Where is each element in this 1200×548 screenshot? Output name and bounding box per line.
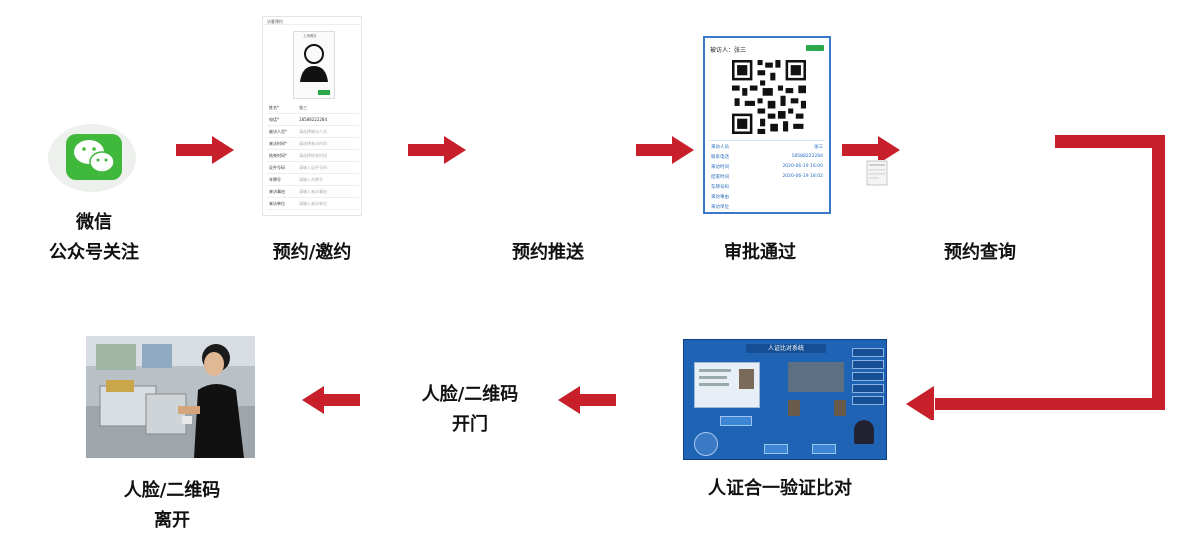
step-follow-line1: 微信: [76, 212, 112, 233]
avatar-upload: 上传照片: [293, 31, 335, 99]
form-row-reason-value: 请输入来访事由: [299, 189, 327, 194]
form-row-phone-key: 电话*: [269, 117, 279, 122]
form-row-reason-key: 来访事由: [269, 189, 285, 194]
face-photo-1: [788, 400, 800, 416]
id-text-line: [699, 383, 729, 386]
arrow-right-icon: [636, 136, 694, 164]
approval-row-start-value: 2020-06-19 16:00: [782, 164, 823, 169]
form-row-visitee-value: 请选择被访人员: [299, 129, 327, 134]
form-row-plate: 车牌号 请输入车牌号: [267, 175, 359, 186]
divider: [709, 140, 825, 141]
step-open-line2: 开门: [452, 414, 488, 435]
approved-badge: [806, 45, 824, 51]
approval-row-company-key: 来访单位: [711, 205, 729, 210]
menu-button: [852, 396, 884, 405]
step-verify-label: 人证合一验证比对: [708, 478, 852, 499]
qr-code-icon: [732, 60, 806, 134]
arrow-left-icon: [558, 386, 616, 414]
form-row-plate-value: 请输入车牌号: [299, 177, 323, 182]
form-row-idnumber-key: 证件号码: [269, 165, 285, 170]
police-icon: [854, 420, 874, 444]
id-photo: [739, 369, 754, 389]
menu-button: [852, 372, 884, 381]
wechat-logo: [44, 112, 140, 194]
reservation-form-screenshot: 访客预约 上传照片 姓名* 张三 电话* 18588222284 被访人员* 请选择被…: [262, 16, 362, 216]
approval-row-phone-key: 联系电话: [711, 155, 729, 160]
step-reserve-label: 预约/邀约: [272, 242, 352, 263]
person-avatar-icon: [300, 44, 328, 82]
approval-row-end-value: 2020-06-19 18:02: [782, 174, 823, 179]
step-leave-label: 人脸/二维码 离开: [106, 476, 238, 536]
form-row-company-value: 请输入来访单位: [299, 201, 327, 206]
arrow-right-icon: [176, 136, 234, 164]
form-row-reason: 来访事由 请输入来访事由: [267, 187, 359, 198]
arrow-right-icon: [408, 136, 466, 164]
form-row-visitee-key: 被访人员*: [269, 129, 287, 134]
arrow-right-icon: [842, 136, 900, 164]
form-row-plate-key: 车牌号: [269, 177, 281, 182]
step-push-label: 预约推送: [512, 242, 584, 263]
camera-feed: [788, 362, 844, 392]
form-row-start-value: 请选择来访时间: [299, 141, 327, 146]
approval-row-visitor-value: 张三: [814, 145, 823, 150]
form-row-company-key: 来访单位: [269, 201, 285, 206]
phone-thumbnail-icon: [866, 160, 888, 186]
form-row-start: 来访时间* 请选择来访时间: [267, 139, 359, 150]
form-row-name: 姓名* 张三: [267, 103, 359, 114]
vs-mark: [808, 406, 822, 412]
id-card-image: [694, 362, 760, 408]
approval-row-start-key: 来访时间: [711, 165, 729, 170]
action-button: [812, 444, 836, 454]
turnstile-photo-icon: [86, 336, 255, 458]
step-open-line1: 人脸/二维码: [421, 384, 519, 405]
form-row-name-value: 张三: [299, 105, 307, 110]
form-row-end-key: 结束时间*: [269, 153, 287, 158]
form-row-start-key: 来访时间*: [269, 141, 287, 146]
verify-button: [720, 416, 752, 426]
step-follow-line2: 公众号关注: [49, 242, 139, 263]
fingerprint-icon: [694, 432, 718, 456]
form-row-end-value: 请选择结束时间: [299, 153, 327, 158]
step-leave-line1: 人脸/二维码: [123, 480, 221, 501]
form-row-idnumber: 证件号码 请输入证件号码: [267, 163, 359, 174]
id-text-line: [699, 369, 731, 372]
menu-button: [852, 348, 884, 357]
step-approve-label: 审批通过: [724, 242, 796, 263]
step-follow-label: 微信 公众号关注: [36, 208, 152, 268]
arrow-left-icon: [302, 386, 360, 414]
approval-card-screenshot: 被访人：张三 来访人员 张三 联系电话 18588222284 来访时间 202…: [703, 36, 831, 214]
approval-row-visitor-key: 来访人员: [711, 145, 729, 150]
form-row-end: 结束时间* 请选择结束时间: [267, 151, 359, 162]
approval-row-phone-value: 18588222284: [791, 154, 824, 159]
approval-visitee: 被访人：张三: [710, 47, 747, 54]
menu-button: [852, 360, 884, 369]
form-row-phone-value: 18588222284: [299, 117, 327, 122]
form-header-bar: 访客预约: [263, 17, 361, 25]
form-row-visitee: 被访人员* 请选择被访人员: [267, 127, 359, 138]
menu-button: [852, 384, 884, 393]
form-header-title: 访客预约: [267, 19, 283, 24]
form-row-name-key: 姓名*: [269, 105, 279, 110]
id-text-line: [699, 376, 727, 379]
form-row-idnumber-value: 请输入证件号码: [299, 165, 327, 170]
step-leave-line2: 离开: [154, 510, 190, 531]
form-row-phone: 电话* 18588222284: [267, 115, 359, 126]
step-open-label: 人脸/二维码 开门: [404, 380, 536, 440]
step-query-label: 预约查询: [944, 242, 1016, 263]
upload-button: [318, 90, 330, 95]
face-photo-2: [834, 400, 846, 416]
action-button: [764, 444, 788, 454]
approval-row-plate-key: 车牌号码: [711, 185, 729, 190]
turnstile-gate-photo: [86, 336, 255, 458]
wechat-icon: [48, 124, 136, 192]
system-title: 人证比对系统: [746, 344, 826, 353]
return-arrow-icon: [906, 135, 1165, 420]
id-verification-screenshot: 人证比对系统: [683, 339, 887, 460]
approval-row-end-key: 结束时间: [711, 175, 729, 180]
form-row-company: 来访单位 请输入来访单位: [267, 199, 359, 210]
photo-label: 上传照片: [303, 34, 317, 38]
approval-row-reason-key: 来访事由: [711, 195, 729, 200]
